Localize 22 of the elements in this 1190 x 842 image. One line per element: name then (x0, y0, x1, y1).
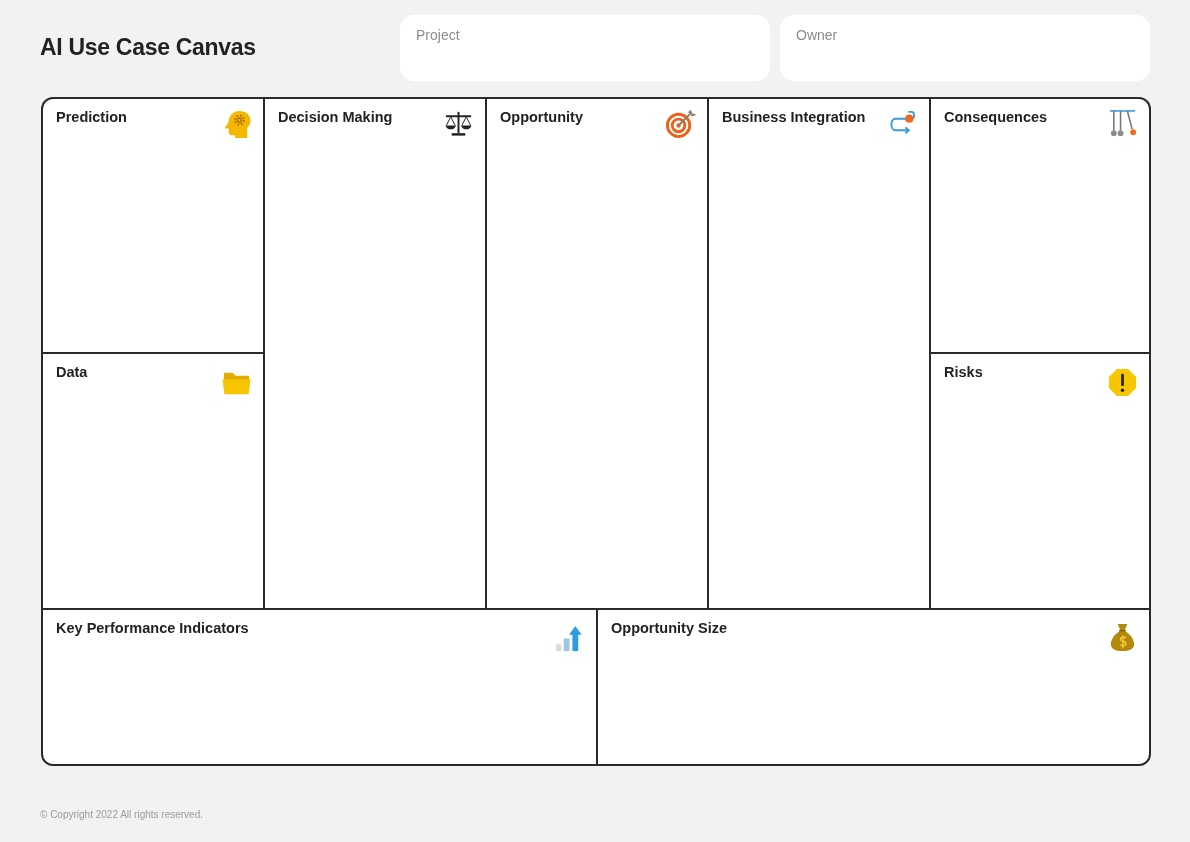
canvas-cell (263, 97, 487, 610)
canvas-cell (929, 97, 1151, 354)
cell-heading: Business Integration (722, 109, 866, 125)
cell-heading: Opportunity Size (611, 620, 727, 636)
page-title: AI Use Case Canvas (40, 34, 256, 61)
field-label: Project (416, 27, 460, 43)
canvas-cell (707, 97, 931, 610)
cell-heading: Consequences (944, 109, 1048, 125)
canvas-cell (41, 608, 598, 766)
cell-heading: Opportunity (500, 109, 583, 125)
cell-heading: Prediction (56, 109, 127, 125)
field-label: Owner (796, 27, 838, 43)
canvas-cell (41, 352, 265, 610)
canvas-cell (929, 352, 1151, 610)
cell-heading: Decision Making (278, 109, 393, 125)
canvas-cell (596, 608, 1151, 766)
canvas-cell (41, 97, 265, 354)
cell-heading: Key Performance Indicators (56, 620, 249, 636)
cell-heading: Risks (944, 364, 983, 380)
canvas-cell (485, 97, 709, 610)
copyright-note: © Copyright 2022 All rights reserved. (40, 809, 203, 820)
cell-heading: Data (56, 364, 88, 380)
